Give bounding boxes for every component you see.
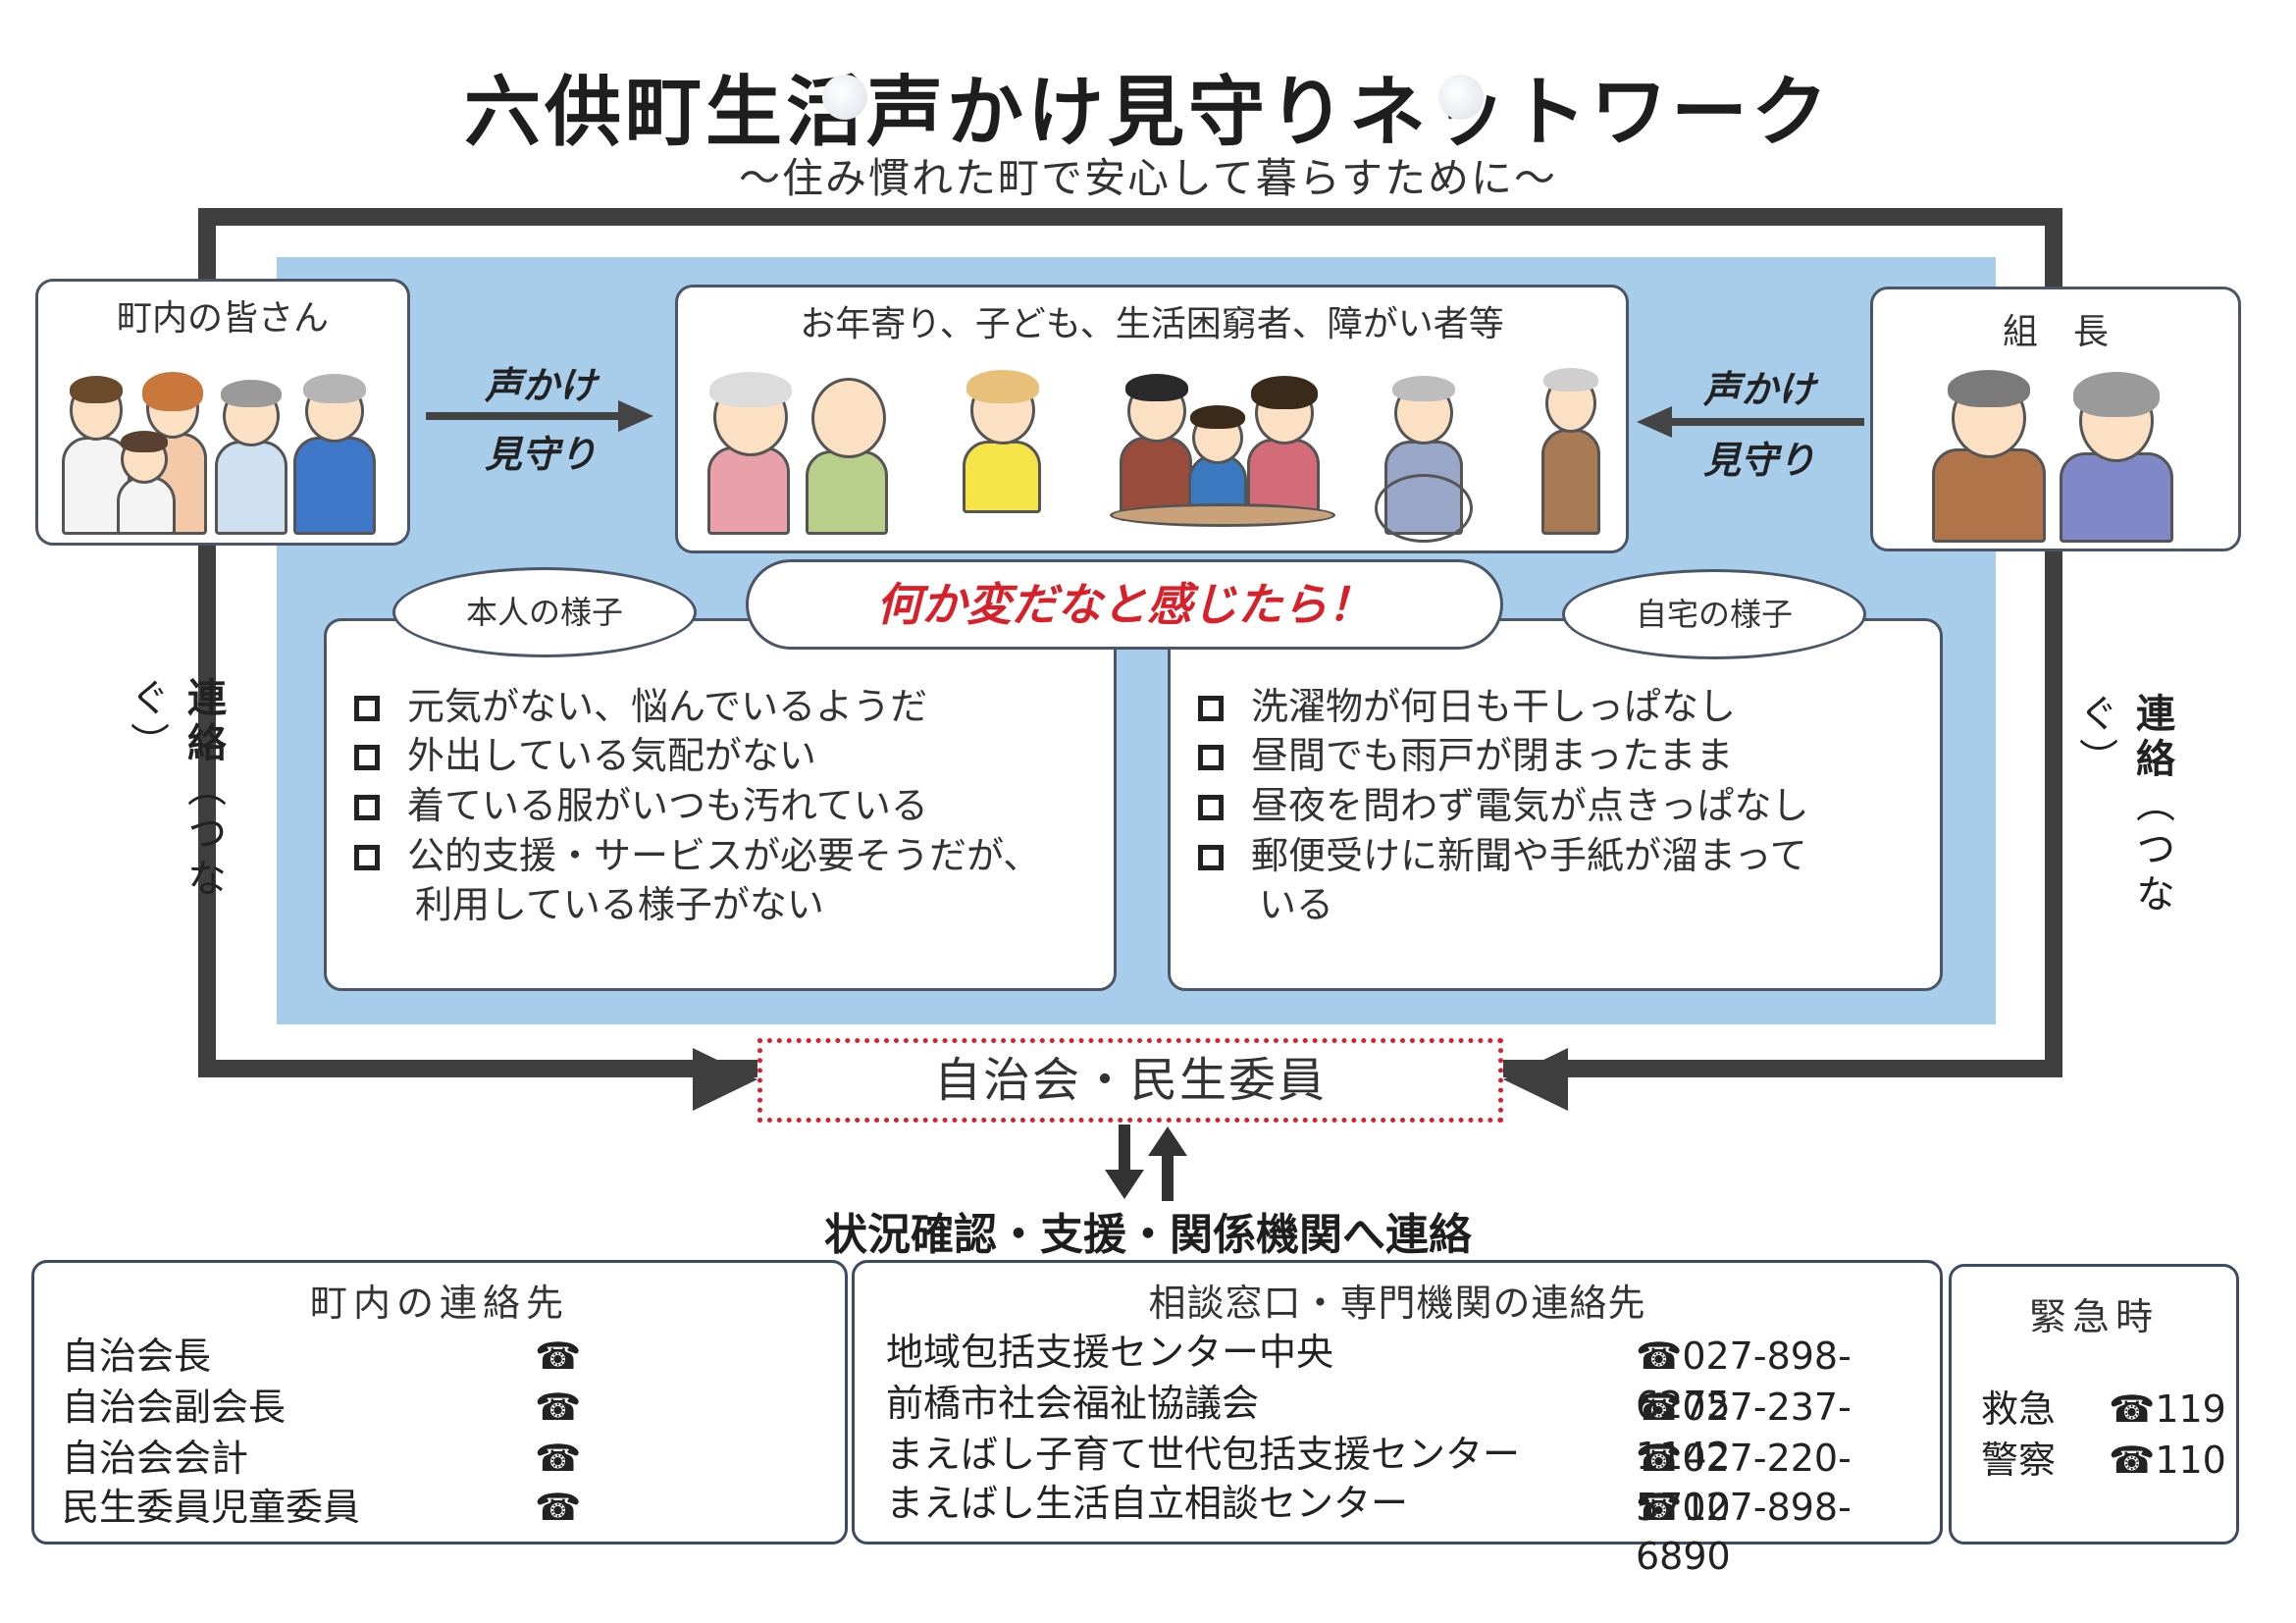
- left-call-label: 声かけ: [485, 364, 598, 407]
- agency-name: まえばし子育て世代包括支援センター: [886, 1433, 1521, 1476]
- person-state-box: 元気がない、悩んでいるようだ 外出している気配がない 着ている服がいつも汚れてい…: [324, 618, 1117, 991]
- residents-illustration: [58, 350, 391, 537]
- page-subtitle: 〜住み慣れた町で安心して暮らすために〜: [739, 154, 1557, 202]
- person-check-item: 元気がない、悩んでいるようだ: [354, 682, 927, 731]
- checkbox-icon: [1198, 795, 1224, 820]
- town-contacts-box: 町内の連絡先 自治会長 ☎ 自治会副会長 ☎ 自治会会計 ☎ 民生委員児童委員 …: [31, 1260, 848, 1544]
- town-contact-name: 民生委員児童委員: [62, 1486, 361, 1529]
- home-state-bubble: 自宅の様子: [1562, 569, 1866, 659]
- neighborhood-association-box: 自治会・民生委員: [757, 1038, 1503, 1123]
- right-frame-arrowhead: [1503, 1048, 1568, 1111]
- home-check-item: 昼夜を問わず電気が点きっぱなし: [1198, 781, 1808, 830]
- right-arrow: [1637, 406, 1864, 438]
- left-connect-label: （つなぐ）: [124, 677, 226, 903]
- emergency-title: 緊急時: [2028, 1295, 2159, 1338]
- person-state-bubble: 本人の様子: [392, 567, 697, 657]
- group-leader-box: 組 長: [1870, 287, 2241, 551]
- person-check-item: 着ている服がいつも汚れている: [354, 781, 928, 830]
- phone-icon: ☎: [535, 1437, 582, 1480]
- right-watch-label: 見守り: [1703, 439, 1816, 482]
- checkbox-icon: [1198, 845, 1224, 870]
- page-title: 六供町生活声かけ見守りネットワーク: [463, 69, 1832, 157]
- checkbox-icon: [354, 696, 380, 721]
- leader-label: 組 長: [2002, 312, 2109, 352]
- targets-box: お年寄り、子ども、生活困窮者、障がい者等: [675, 285, 1629, 553]
- punch-hole-mark: [1438, 75, 1484, 120]
- phone-icon: ☎: [535, 1386, 582, 1429]
- residents-box: 町内の皆さん: [35, 279, 410, 546]
- agency-phone: ☎027-898-6890: [1636, 1486, 1852, 1578]
- phone-icon: ☎: [535, 1335, 582, 1378]
- person-check-item: 外出している気配がない: [354, 731, 816, 780]
- right-side-label: 連絡（つなぐ）: [2066, 693, 2174, 987]
- home-check-item: 郵便受けに新聞や手紙が溜まって: [1198, 831, 1807, 880]
- action-summary: 状況確認・支援・関係機関へ連絡: [824, 1210, 1472, 1260]
- left-contact-label: 連絡: [181, 677, 226, 767]
- agency-contacts-title: 相談窓口・専門機関の連絡先: [1148, 1282, 1646, 1325]
- agency-phone: ☎027-220-5710: [1636, 1437, 1852, 1529]
- residents-label: 町内の皆さん: [116, 298, 329, 339]
- emergency-service: 救急: [1981, 1387, 2057, 1431]
- alert-banner: 何か変だなと感じたら！: [746, 559, 1503, 650]
- agency-name: 地域包括支援センター中央: [886, 1331, 1334, 1374]
- person-check-item: 公的支援・サービスが必要そうだが、: [354, 831, 1040, 880]
- right-connect-label: （つなぐ）: [2072, 693, 2174, 918]
- agency-name: まえばし生活自立相談センター: [886, 1482, 1409, 1525]
- home-check-continuation: いる: [1259, 883, 1334, 926]
- leader-illustration: [1932, 360, 2187, 547]
- agency-phone: ☎027-237-1142: [1636, 1386, 1852, 1478]
- targets-illustration: [707, 356, 1600, 543]
- emergency-phone: ☎110: [2109, 1439, 2226, 1482]
- targets-label: お年寄り、子ども、生活困窮者、障がい者等: [800, 304, 1504, 344]
- emergency-service: 警察: [1981, 1439, 2057, 1482]
- town-contacts-title: 町内の連絡先: [309, 1282, 569, 1325]
- agency-phone: ☎027-898-6275: [1636, 1335, 1852, 1427]
- updown-arrows: [1105, 1125, 1187, 1201]
- town-contact-name: 自治会会計: [62, 1437, 249, 1480]
- left-side-label: 連絡（つなぐ）: [118, 677, 226, 971]
- left-frame-arrowhead: [693, 1048, 757, 1111]
- checkbox-icon: [1198, 696, 1224, 721]
- town-contact-name: 自治会副会長: [62, 1386, 287, 1429]
- emergency-phone: ☎119: [2109, 1387, 2226, 1431]
- right-contact-label: 連絡: [2129, 693, 2174, 783]
- person-check-continuation: 利用している様子がない: [415, 883, 824, 926]
- home-check-item: 洗濯物が何日も干しっぱなし: [1198, 682, 1736, 731]
- checkbox-icon: [354, 795, 380, 820]
- punch-hole-mark: [822, 75, 867, 120]
- left-arrow: [426, 400, 653, 432]
- town-contact-name: 自治会長: [62, 1335, 212, 1378]
- home-check-item: 昼間でも雨戸が閉まったまま: [1198, 731, 1733, 780]
- right-call-label: 声かけ: [1703, 368, 1816, 411]
- checkbox-icon: [354, 845, 380, 870]
- agency-name: 前橋市社会福祉協議会: [886, 1382, 1260, 1425]
- agency-contacts-box: 相談窓口・専門機関の連絡先 地域包括支援センター中央 ☎027-898-6275…: [852, 1260, 1943, 1578]
- phone-icon: ☎: [535, 1486, 582, 1529]
- home-state-box: 洗濯物が何日も干しっぱなし 昼間でも雨戸が閉まったまま 昼夜を問わず電気が点きっ…: [1168, 618, 1943, 991]
- checkbox-icon: [354, 745, 380, 770]
- checkbox-icon: [1198, 745, 1224, 770]
- emergency-box: 緊急時 救急 ☎119 警察 ☎110: [1949, 1264, 2239, 1544]
- left-watch-label: 見守り: [485, 433, 598, 476]
